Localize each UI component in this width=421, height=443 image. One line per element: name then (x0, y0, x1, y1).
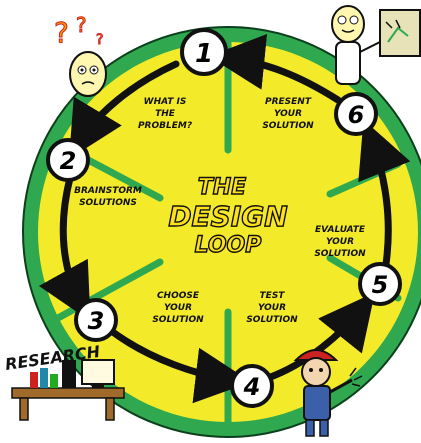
label-2-line-1: BRAINSTORM (74, 186, 142, 196)
node-6: 6 (334, 92, 378, 136)
arrow-4-to-5 (264, 292, 375, 382)
arrow-2-to-3 (38, 174, 91, 322)
engineer-figure (293, 349, 363, 437)
label-6-line-1: PRESENT (265, 97, 312, 107)
label-3-line-3: SOLUTION (152, 315, 204, 325)
node-2: 2 (46, 138, 90, 182)
arrow-1-to-2 (68, 60, 180, 160)
label-1-line-1: WHAT IS (144, 97, 187, 107)
svg-text:?: ? (76, 13, 87, 37)
label-3: CHOOSE YOUR SOLUTION (152, 291, 204, 325)
title-line-2: DESIGN (168, 200, 287, 233)
arrow-5-to-6 (358, 119, 411, 268)
label-5: EVALUATE YOUR SOLUTION (314, 225, 366, 259)
node-1: 1 (180, 28, 228, 76)
node-2-number: 2 (60, 147, 77, 175)
label-4: TEST YOUR SOLUTION (246, 291, 298, 325)
thinking-bulb-figure: ? ? ? (54, 13, 107, 97)
center-title: THE DESIGN LOOP (168, 174, 289, 258)
label-2: BRAINSTORM SOLUTIONS (74, 186, 142, 208)
cycle-arrows (38, 33, 411, 404)
arrow-6-to-1 (208, 33, 342, 104)
label-5-line-3: SOLUTION (314, 249, 366, 259)
label-3-line-2: YOUR (164, 303, 192, 313)
label-4-line-2: YOUR (258, 303, 286, 313)
label-3-line-1: CHOOSE (157, 291, 200, 301)
node-3-number: 3 (88, 307, 105, 335)
presenter-bulb-figure (331, 5, 421, 85)
label-6-line-3: SOLUTION (262, 121, 314, 131)
label-6: PRESENT YOUR SOLUTION (262, 97, 314, 131)
arrow-3-to-4 (106, 326, 252, 404)
node-1-number: 1 (195, 39, 213, 69)
label-1-line-3: PROBLEM? (138, 121, 192, 131)
label-6-line-2: YOUR (274, 109, 302, 119)
title-line-3: LOOP (195, 233, 262, 258)
svg-text:?: ? (96, 32, 103, 48)
node-4: 4 (230, 364, 274, 408)
node-3: 3 (74, 298, 118, 342)
label-4-line-3: SOLUTION (246, 315, 298, 325)
node-6-number: 6 (348, 101, 365, 129)
svg-text:?: ? (54, 16, 69, 49)
node-5-number: 5 (372, 271, 389, 299)
label-1: WHAT IS THE PROBLEM? (138, 97, 192, 131)
label-5-line-1: EVALUATE (315, 225, 366, 235)
label-1-line-2: THE (155, 109, 176, 119)
node-5: 5 (358, 262, 402, 306)
label-4-line-1: TEST (260, 291, 286, 301)
label-2-line-2: SOLUTIONS (79, 198, 137, 208)
label-5-line-2: YOUR (326, 237, 354, 247)
title-line-1: THE (198, 175, 246, 200)
node-4-number: 4 (243, 373, 261, 401)
